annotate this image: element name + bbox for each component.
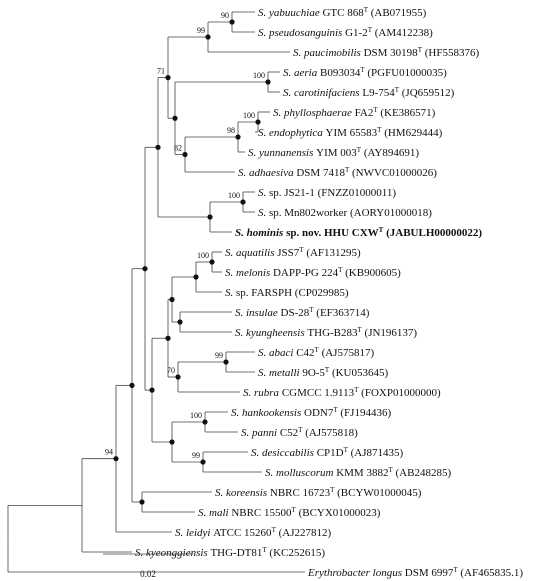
node-dot bbox=[172, 115, 178, 121]
node-dot bbox=[139, 499, 145, 505]
taxon-label: S. insulae DS-28T (EF363714) bbox=[235, 306, 370, 319]
bootstrap-value: 82 bbox=[174, 144, 182, 153]
taxon-label: S. melonis DAPP-PG 224T (KB900605) bbox=[225, 266, 401, 279]
taxon-label: S. endophytica YIM 65583T (HM629444) bbox=[258, 126, 443, 139]
node-dot bbox=[223, 359, 229, 365]
taxon-label: S. abaci C42T (AJ575817) bbox=[258, 346, 374, 359]
node-dot bbox=[202, 419, 208, 425]
bootstrap-labels: 90 99 100 100 98 82 71 100 100 99 70 100 99 94 bbox=[105, 11, 265, 460]
node-dot bbox=[142, 266, 148, 272]
scale-bar: 0.02 bbox=[103, 553, 193, 579]
bootstrap-value: 99 bbox=[197, 26, 205, 35]
taxon-label: S. kyeonggiensis THG-DT81T (KC252615) bbox=[135, 546, 325, 559]
taxon-label: S. aeria B093034T (PGFU01000035) bbox=[283, 66, 447, 79]
taxon-label: S. molluscorum KMM 3882T (AB248285) bbox=[265, 466, 451, 479]
bootstrap-value: 94 bbox=[105, 448, 113, 457]
node-dot bbox=[129, 382, 135, 388]
taxon-label: S. koreensis NBRC 16723T (BCYW01000045) bbox=[215, 486, 422, 499]
bootstrap-value: 71 bbox=[157, 67, 165, 76]
node-dot bbox=[149, 387, 155, 393]
scale-bar-label: 0.02 bbox=[140, 569, 156, 579]
taxon-label: S. sp. FARSPH (CP029985) bbox=[225, 287, 349, 299]
node-dot bbox=[235, 134, 241, 140]
bootstrap-value: 100 bbox=[243, 111, 255, 120]
tree-branches bbox=[7, 11, 305, 573]
taxon-label: S. mali NBRC 15500T (BCYX01000023) bbox=[198, 506, 381, 519]
bootstrap-value: 100 bbox=[228, 191, 240, 200]
node-dot bbox=[265, 79, 271, 85]
node-dot bbox=[205, 34, 211, 40]
node-dot bbox=[169, 439, 175, 445]
node-dot bbox=[200, 459, 206, 465]
node-dot bbox=[169, 296, 175, 303]
taxon-label: Erythrobacter longus DSM 6997T (AF465835… bbox=[307, 566, 523, 579]
taxon-label: S. leidyi ATCC 15260T (AJ227812) bbox=[175, 526, 331, 539]
bootstrap-value: 100 bbox=[190, 411, 202, 420]
node-dot bbox=[193, 274, 199, 280]
taxon-label: S. metalli 9O-5T (KU053645) bbox=[258, 366, 389, 379]
taxon-label: S. carotinifaciens L9-754T (JQ659512) bbox=[283, 86, 455, 99]
taxon-label: S. pseudosanguinis G1-2T (AM412238) bbox=[258, 26, 433, 39]
taxon-label: S. desiccabilis CP1DT (AJ871435) bbox=[251, 446, 404, 459]
bootstrap-value: 100 bbox=[197, 251, 209, 260]
taxon-label: S. sp. JS21-1 (FNZZ01000011) bbox=[258, 187, 396, 199]
bootstrap-value: 99 bbox=[215, 351, 223, 360]
taxon-label: S. yabuuchiae GTC 868T (AB071955) bbox=[258, 6, 427, 19]
taxon-label: S. hankookensis ODN7T (FJ194436) bbox=[231, 406, 391, 419]
node-dot bbox=[229, 19, 235, 25]
node-dot bbox=[209, 259, 215, 265]
node-dot bbox=[155, 144, 161, 150]
node-dot bbox=[165, 75, 171, 81]
taxon-label: S. phyllosphaerae FA2T (KE386571) bbox=[273, 106, 436, 119]
node-dot bbox=[255, 119, 261, 125]
taxon-label: S. panni C52T (AJ575818) bbox=[241, 426, 358, 439]
node-dot bbox=[113, 456, 119, 462]
bootstrap-value: 100 bbox=[253, 71, 265, 80]
taxon-label: S. aquatilis JSS7T (AF131295) bbox=[225, 246, 361, 259]
node-dot bbox=[182, 151, 188, 158]
node-dot bbox=[207, 214, 213, 220]
node-dot bbox=[177, 319, 183, 325]
bootstrap-value: 98 bbox=[227, 126, 235, 135]
tree-nodes bbox=[113, 19, 271, 505]
taxon-label: S. sp. Mn802worker (AORY01000018) bbox=[258, 207, 432, 219]
node-dot bbox=[240, 199, 246, 205]
taxon-label: S. yunnanensis YIM 003T (AY894691) bbox=[248, 146, 419, 159]
bootstrap-value: 99 bbox=[192, 451, 200, 460]
taxon-label: S. paucimobilis DSM 30198T (HF558376) bbox=[293, 46, 479, 59]
taxon-label: S. kyungheensis THG-B283T (JN196137) bbox=[235, 326, 417, 339]
taxon-label: S. adhaesiva DSM 7418T (NWVC01000026) bbox=[238, 166, 437, 179]
bootstrap-value: 90 bbox=[221, 11, 229, 20]
node-dot bbox=[165, 335, 171, 341]
taxon-label: S. hominis sp. nov. HHU CXWT (JABULH0000… bbox=[235, 226, 482, 239]
taxon-label: S. rubra CGMCC 1.9113T (FOXP01000000) bbox=[243, 386, 441, 399]
node-dot bbox=[175, 374, 181, 380]
tip-labels: S. yabuuchiae GTC 868T (AB071955) S. pseu… bbox=[135, 6, 523, 579]
bootstrap-value: 70 bbox=[167, 366, 175, 375]
